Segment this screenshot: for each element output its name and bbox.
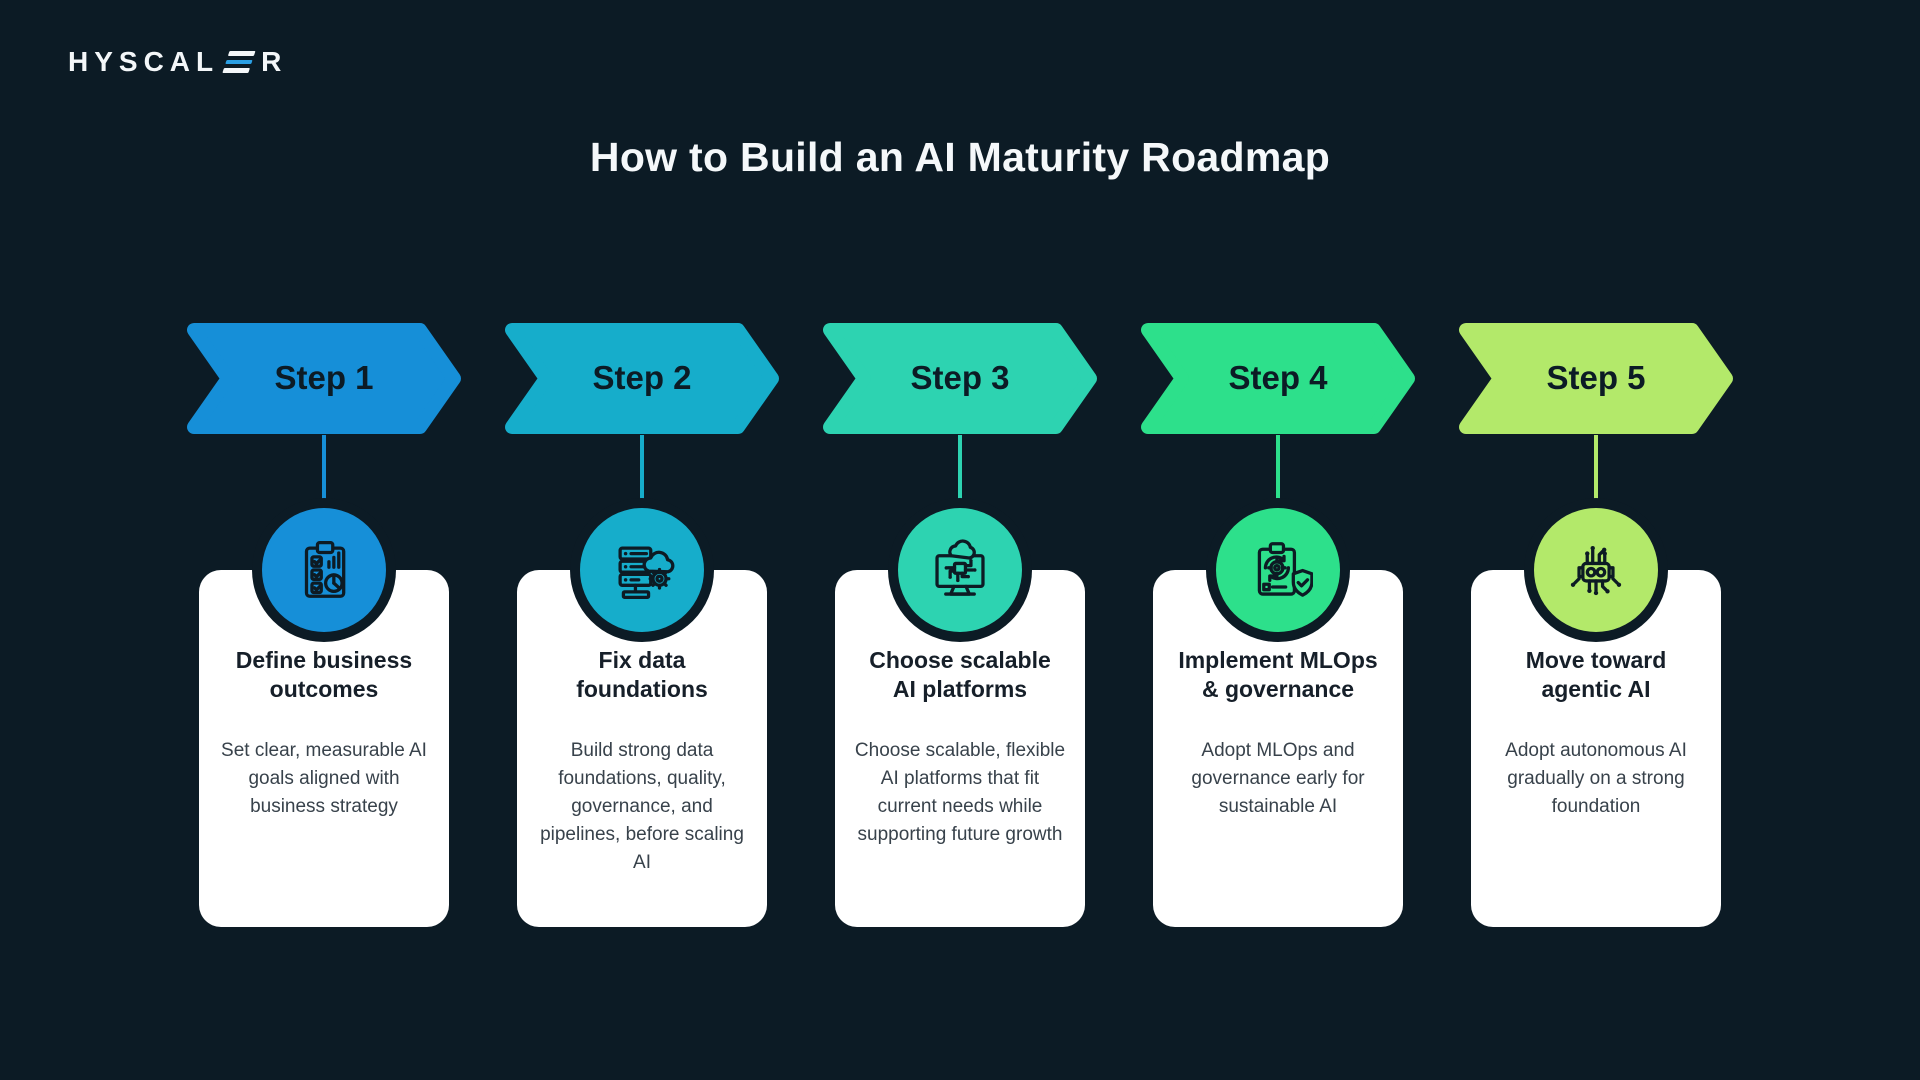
step-icon-circle [1216, 508, 1340, 632]
step-label: Step 5 [1546, 358, 1646, 396]
arrow-shape [187, 323, 461, 434]
monitor-cloud-circuit-icon [935, 539, 985, 596]
roadmap-step-2: Step 2 Fix data foundations Build strong… [503, 322, 781, 927]
step-card: Define business outcomes Set clear, meas… [199, 570, 449, 927]
logo-bar-accent [225, 59, 253, 65]
roadmap-step-5: Step 5 Move toward agentic AI Adopt auto… [1457, 322, 1735, 927]
card-title: Implement MLOps & governance [1178, 647, 1378, 703]
card-title: Move toward agentic AI [1525, 647, 1667, 703]
arrow-shape [1459, 323, 1733, 434]
card-title: Fix data foundations [576, 647, 708, 703]
step-connector-line [1594, 435, 1598, 508]
page-title: How to Build an AI Maturity Roadmap [589, 134, 1331, 180]
card-description: Choose scalable, flexible AI platforms t… [854, 739, 1066, 845]
clipboard-checklist-chart-icon [304, 541, 346, 598]
step-icon-circle [262, 508, 386, 632]
steps-row: Step 1 Define business outcomes Set clea… [185, 322, 1735, 927]
roadmap-step-4: Step 4 Implement MLOps & governance Adop… [1139, 322, 1417, 927]
roadmap-step-3: Step 3 Choose scalable AI platforms Choo… [821, 322, 1099, 927]
step-arrow-banner: Step 4 [1139, 322, 1417, 435]
card-title: Define business outcomes [235, 647, 413, 703]
arrow-shape [505, 323, 779, 434]
logo-bar-bottom [222, 68, 251, 73]
step-label: Step 2 [592, 358, 692, 396]
step-card: Move toward agentic AI Adopt autonomous … [1471, 570, 1721, 927]
step-icon-circle [898, 508, 1022, 632]
logo-stylized-e-icon [222, 51, 256, 73]
step-arrow-banner: Step 3 [821, 322, 1099, 435]
step-card: Fix data foundations Build strong data f… [517, 570, 767, 927]
step-connector-line [322, 435, 326, 508]
logo-text-suffix: R [261, 46, 288, 77]
step-icon-circle [1534, 508, 1658, 632]
card-description: Set clear, measurable AI goals aligned w… [221, 739, 427, 817]
arrow-shape [1141, 323, 1415, 434]
step-label: Step 1 [274, 358, 374, 396]
clipboard-gear-shield-icon [1257, 542, 1313, 597]
robot-circuit-icon [1570, 545, 1622, 596]
logo-text-prefix: HYSCAL [68, 46, 220, 77]
arrow-shape [823, 323, 1097, 434]
step-card: Implement MLOps & governance Adopt MLOps… [1153, 570, 1403, 927]
server-cloud-gear-icon [618, 546, 675, 599]
card-description: Adopt MLOps and governance early for sus… [1191, 739, 1365, 817]
step-label: Step 4 [1228, 358, 1328, 396]
card-title: Choose scalable AI platforms [869, 647, 1051, 703]
step-arrow-banner: Step 5 [1457, 322, 1735, 435]
step-label: Step 3 [910, 358, 1010, 396]
card-description: Adopt autonomous AI gradually on a stron… [1505, 739, 1687, 817]
roadmap-step-1: Step 1 Define business outcomes Set clea… [185, 322, 463, 927]
step-icon-circle [580, 508, 704, 632]
card-description: Build strong data foundations, quality, … [540, 739, 744, 873]
step-arrow-banner: Step 1 [185, 322, 463, 435]
hyscaler-logo: HYSCAL R [68, 46, 287, 78]
step-connector-line [958, 435, 962, 508]
logo-bar-top [228, 51, 256, 56]
step-arrow-banner: Step 2 [503, 322, 781, 435]
step-connector-line [640, 435, 644, 508]
step-connector-line [1276, 435, 1280, 508]
